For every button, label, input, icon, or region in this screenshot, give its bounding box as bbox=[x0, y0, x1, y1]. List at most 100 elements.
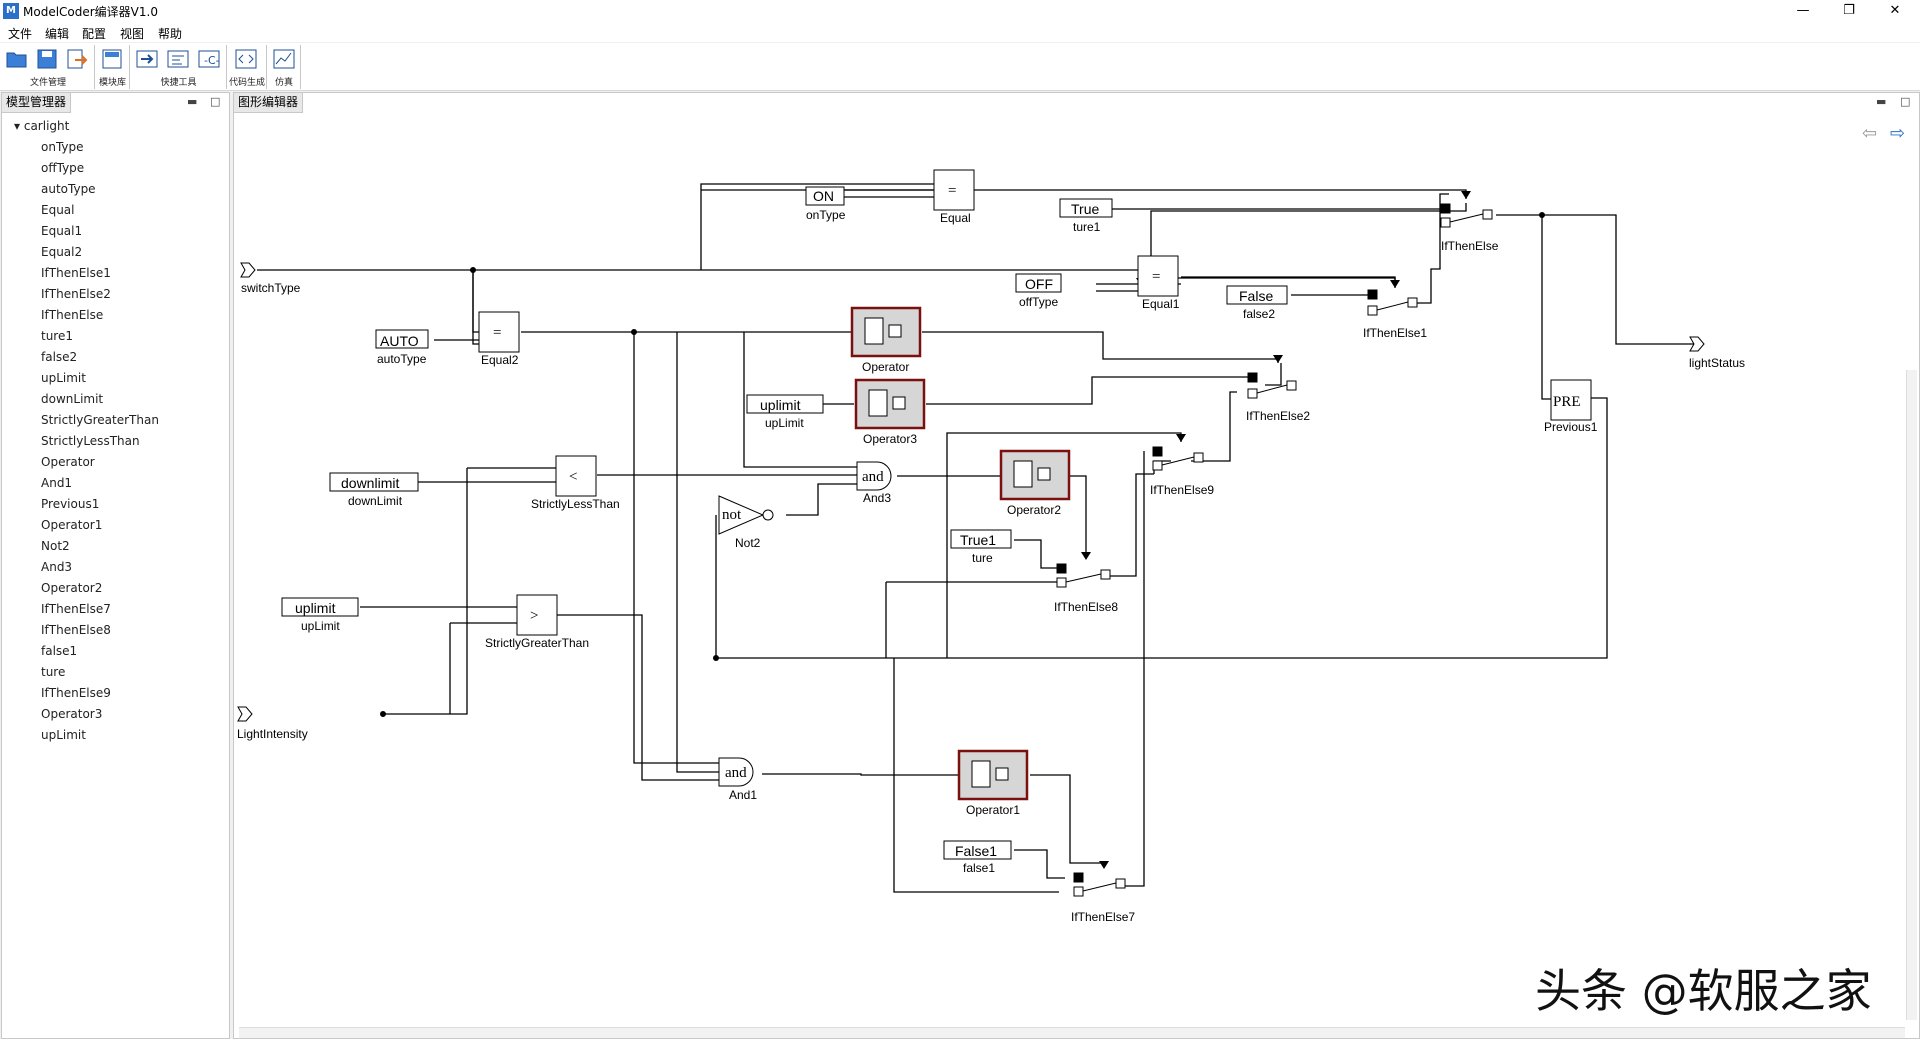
tree-item[interactable]: Equal2 bbox=[41, 245, 83, 259]
LightIntensity-inport-icon[interactable] bbox=[237, 706, 253, 722]
menu-view[interactable]: 视图 bbox=[120, 27, 145, 41]
code-block-icon[interactable] bbox=[166, 47, 190, 71]
tree-item[interactable]: And1 bbox=[41, 476, 73, 490]
Operator-block[interactable] bbox=[850, 306, 922, 358]
menu-file[interactable]: 文件 bbox=[8, 27, 33, 41]
tree-item[interactable]: Not2 bbox=[41, 539, 70, 553]
tree-item[interactable]: IfThenElse1 bbox=[41, 266, 111, 280]
block-label: Equal1 bbox=[1142, 297, 1180, 311]
false1-constant-block[interactable] bbox=[943, 840, 1012, 860]
c-file-icon[interactable]: -C- bbox=[197, 47, 221, 71]
ture1-constant-block[interactable] bbox=[1059, 198, 1113, 218]
Operator2-block[interactable] bbox=[999, 449, 1071, 501]
upLimit2-constant-block[interactable] bbox=[281, 597, 359, 617]
panel-float-button[interactable]: □ bbox=[210, 95, 221, 108]
block-label: onType bbox=[806, 208, 846, 222]
tree-item[interactable]: onType bbox=[41, 140, 84, 154]
block-label: downLimit bbox=[348, 494, 403, 508]
false2-constant-block[interactable] bbox=[1226, 285, 1288, 305]
block-label: Equal bbox=[940, 211, 971, 225]
nav-back-button[interactable]: ⇦ bbox=[1862, 123, 1877, 144]
IfThenElse8-block[interactable] bbox=[1056, 563, 1111, 588]
vertical-scrollbar[interactable] bbox=[1906, 370, 1917, 1020]
close-button[interactable]: ✕ bbox=[1889, 3, 1901, 18]
chart-icon[interactable] bbox=[272, 47, 296, 71]
maximize-button[interactable]: ❐ bbox=[1843, 3, 1855, 18]
arrow-right-icon[interactable] bbox=[135, 47, 159, 71]
IfThenElse7-block[interactable] bbox=[1073, 872, 1126, 897]
tree-item[interactable]: Equal1 bbox=[41, 224, 83, 238]
code-icon[interactable] bbox=[234, 47, 258, 71]
export-icon[interactable] bbox=[65, 47, 89, 71]
tree-item[interactable]: ture1 bbox=[41, 329, 73, 343]
Not2-block[interactable] bbox=[718, 495, 765, 535]
block-label: offType bbox=[1019, 295, 1058, 309]
tree-item[interactable]: Operator bbox=[41, 455, 95, 469]
tree-item[interactable]: StrictlyGreaterThan bbox=[41, 413, 159, 427]
expand-arrow-icon[interactable]: ▾ bbox=[14, 119, 24, 133]
tree-item[interactable]: upLimit bbox=[41, 728, 86, 742]
StrictlyGreaterThan-block[interactable] bbox=[516, 594, 558, 636]
menu-config[interactable]: 配置 bbox=[82, 27, 107, 41]
graphic-editor-tab[interactable]: 图形编辑器 bbox=[234, 93, 304, 113]
Equal1-block[interactable] bbox=[1137, 255, 1179, 297]
tree-item[interactable]: Equal bbox=[41, 203, 75, 217]
tree-item[interactable]: Operator3 bbox=[41, 707, 103, 721]
tree-root[interactable]: ▾ carlight bbox=[14, 119, 70, 133]
tree-item[interactable]: IfThenElse bbox=[41, 308, 104, 322]
tree-item[interactable]: And3 bbox=[41, 560, 73, 574]
And3-block[interactable] bbox=[856, 461, 892, 491]
And1-block[interactable] bbox=[718, 757, 754, 787]
IfThenElse1-block[interactable] bbox=[1367, 289, 1418, 316]
menu-edit[interactable]: 编辑 bbox=[45, 27, 70, 41]
tree-item[interactable]: Previous1 bbox=[41, 497, 100, 511]
ture-constant-block[interactable] bbox=[950, 529, 1012, 549]
offType-constant-block[interactable] bbox=[1015, 273, 1062, 293]
IfThenElse2-block[interactable] bbox=[1247, 372, 1297, 399]
library-icon[interactable] bbox=[100, 47, 124, 71]
panel-minimize-button[interactable]: ▬ bbox=[187, 95, 198, 108]
switchType-inport-icon[interactable] bbox=[240, 262, 256, 278]
Equal2-block[interactable] bbox=[478, 311, 520, 353]
tree-item[interactable]: StrictlyLessThan bbox=[41, 434, 140, 448]
menu-bar: 文件 编辑 配置 视图 帮助 bbox=[0, 22, 1920, 42]
tree-item[interactable]: IfThenElse7 bbox=[41, 602, 111, 616]
nav-forward-button[interactable]: ⇨ bbox=[1890, 123, 1905, 144]
downLimit-constant-block[interactable] bbox=[329, 472, 419, 492]
tree-item[interactable]: Operator1 bbox=[41, 518, 103, 532]
tree-item[interactable]: false1 bbox=[41, 644, 78, 658]
block-diagram-canvas[interactable]: ON onType True ture1 OFF offType False f… bbox=[234, 93, 1919, 1038]
tree-item[interactable]: ture bbox=[41, 665, 66, 679]
onType-constant-block[interactable] bbox=[805, 186, 845, 206]
save-icon[interactable] bbox=[35, 47, 59, 71]
tree-item[interactable]: autoType bbox=[41, 182, 96, 196]
tree-item[interactable]: offType bbox=[41, 161, 85, 175]
tree-item[interactable]: IfThenElse9 bbox=[41, 686, 111, 700]
Operator3-block[interactable] bbox=[854, 378, 926, 430]
horizontal-scrollbar[interactable] bbox=[239, 1027, 1905, 1038]
block-label: Previous1 bbox=[1544, 420, 1598, 434]
Previous1-block[interactable] bbox=[1550, 379, 1592, 421]
editor-float-button[interactable]: □ bbox=[1900, 95, 1911, 108]
tree-item[interactable]: Operator2 bbox=[41, 581, 103, 595]
tree-item[interactable]: IfThenElse2 bbox=[41, 287, 111, 301]
IfThenElse-block[interactable] bbox=[1440, 203, 1493, 228]
upLimit-constant-block[interactable] bbox=[746, 394, 824, 414]
Operator1-block[interactable] bbox=[957, 749, 1029, 801]
StrictlyLessThan-block[interactable] bbox=[555, 455, 597, 497]
editor-minimize-button[interactable]: ▬ bbox=[1876, 95, 1887, 108]
relational-symbol: > bbox=[530, 608, 538, 624]
menu-help[interactable]: 帮助 bbox=[158, 27, 183, 41]
lightStatus-outport-icon[interactable] bbox=[1689, 336, 1705, 352]
model-manager-tab[interactable]: 模型管理器 bbox=[2, 93, 72, 113]
tree-item[interactable]: upLimit bbox=[41, 371, 86, 385]
autoType-constant-block[interactable] bbox=[375, 329, 429, 349]
tree-item[interactable]: downLimit bbox=[41, 392, 104, 406]
tree-item[interactable]: IfThenElse8 bbox=[41, 623, 111, 637]
IfThenElse9-block[interactable] bbox=[1152, 446, 1204, 471]
open-folder-icon[interactable] bbox=[5, 47, 29, 71]
Equal-block[interactable] bbox=[933, 169, 975, 211]
minimize-button[interactable]: — bbox=[1796, 3, 1810, 18]
block-label: Not2 bbox=[735, 536, 761, 550]
tree-item[interactable]: false2 bbox=[41, 350, 78, 364]
